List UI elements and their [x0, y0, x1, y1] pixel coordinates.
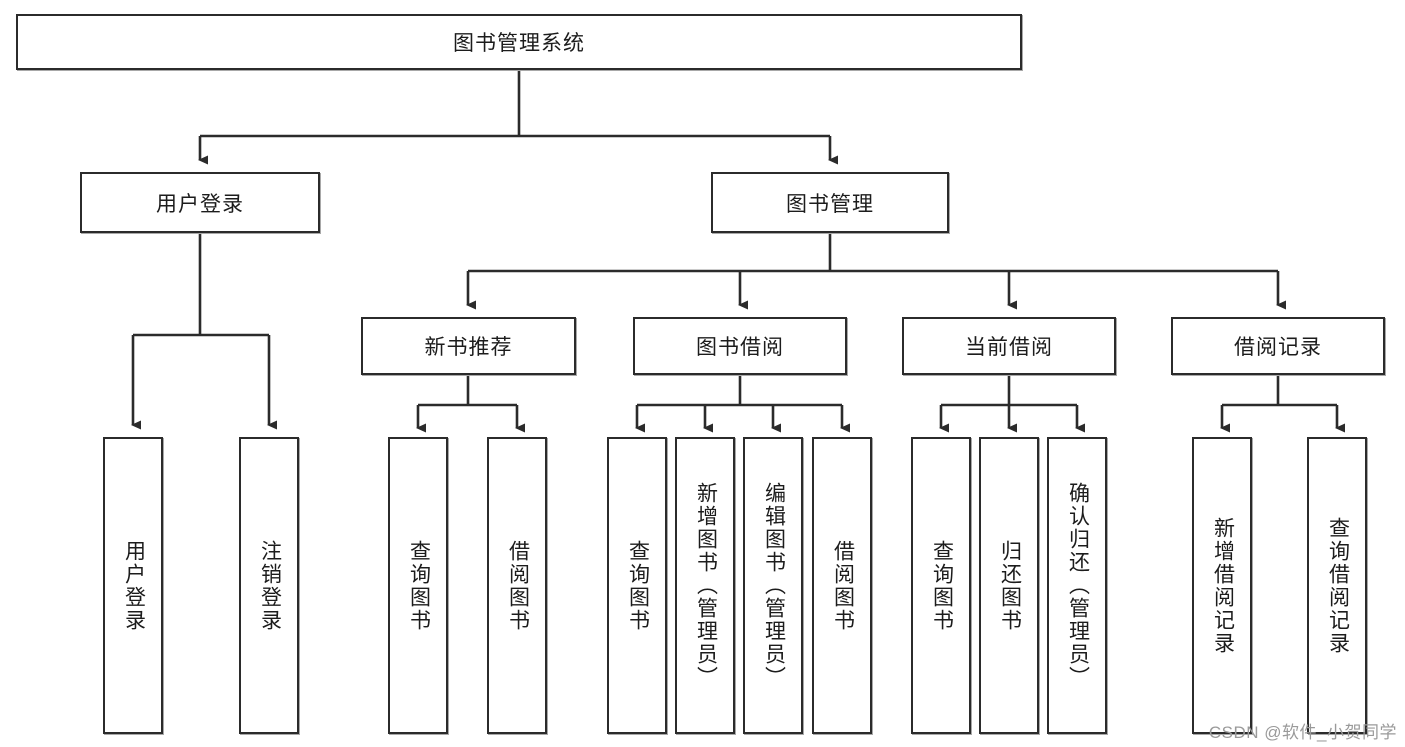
- leaf-borrow-book-1-label: 借阅图书: [506, 539, 530, 632]
- leaf-query-book-1[interactable]: 查询图书: [388, 437, 448, 734]
- leaf-add-book[interactable]: 新增图书（管理员）: [675, 437, 735, 734]
- leaf-query-book-1-label: 查询图书: [407, 539, 431, 632]
- node-current-borrow-label: 当前借阅: [965, 336, 1053, 359]
- node-book-manage-label: 图书管理: [786, 192, 874, 216]
- leaf-query-record-label: 查询借阅记录: [1326, 516, 1350, 655]
- leaf-user-logout-label: 注销登录: [258, 539, 282, 632]
- leaf-edit-book[interactable]: 编辑图书（管理员）: [743, 437, 803, 734]
- leaf-query-book-3-label: 查询图书: [930, 539, 954, 632]
- leaf-return-book[interactable]: 归还图书: [979, 437, 1039, 734]
- leaf-return-book-label: 归还图书: [998, 539, 1022, 632]
- leaf-user-login[interactable]: 用户登录: [103, 437, 163, 734]
- node-root[interactable]: 图书管理系统: [16, 14, 1022, 70]
- node-new-book-recommend[interactable]: 新书推荐: [361, 317, 576, 375]
- node-borrow-record[interactable]: 借阅记录: [1171, 317, 1385, 375]
- node-new-book-recommend-label: 新书推荐: [424, 336, 513, 359]
- node-borrow-record-label: 借阅记录: [1234, 336, 1322, 359]
- node-current-borrow[interactable]: 当前借阅: [902, 317, 1116, 375]
- watermark-text: CSDN @软件_小贺同学: [1208, 723, 1397, 742]
- leaf-query-record[interactable]: 查询借阅记录: [1307, 437, 1367, 734]
- leaf-borrow-book-2-label: 借阅图书: [831, 539, 855, 632]
- leaf-borrow-book-2[interactable]: 借阅图书: [812, 437, 872, 734]
- node-user-login-label: 用户登录: [156, 192, 244, 216]
- leaf-confirm-return[interactable]: 确认归还（管理员）: [1047, 437, 1107, 734]
- leaf-add-record[interactable]: 新增借阅记录: [1192, 437, 1252, 734]
- node-user-login[interactable]: 用户登录: [80, 172, 320, 233]
- leaf-edit-book-label: 编辑图书（管理员）: [762, 482, 786, 689]
- leaf-user-logout[interactable]: 注销登录: [239, 437, 299, 734]
- node-book-manage[interactable]: 图书管理: [711, 172, 949, 233]
- leaf-add-book-label: 新增图书（管理员）: [694, 482, 718, 689]
- leaf-query-book-2-label: 查询图书: [626, 539, 650, 632]
- node-root-label: 图书管理系统: [453, 32, 585, 55]
- leaf-borrow-book-1[interactable]: 借阅图书: [487, 437, 547, 734]
- leaf-user-login-label: 用户登录: [122, 539, 146, 632]
- node-book-borrow-label: 图书借阅: [696, 336, 784, 359]
- leaf-confirm-return-label: 确认归还（管理员）: [1066, 482, 1090, 689]
- leaf-add-record-label: 新增借阅记录: [1211, 516, 1235, 655]
- leaf-query-book-3[interactable]: 查询图书: [911, 437, 971, 734]
- node-book-borrow[interactable]: 图书借阅: [633, 317, 847, 375]
- leaf-query-book-2[interactable]: 查询图书: [607, 437, 667, 734]
